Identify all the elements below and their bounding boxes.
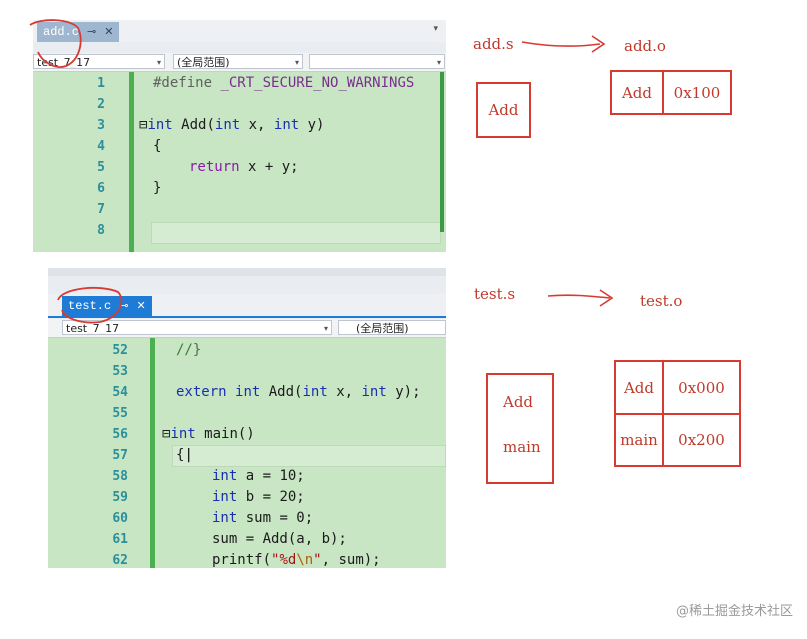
note-add-o: add.o — [624, 37, 666, 55]
code-area[interactable]: 1 2 3 4 5 6 7 8 #define _CRT_SECURE_NO_W… — [33, 72, 446, 252]
line-number: 6 — [97, 181, 105, 196]
chevron-down-icon[interactable]: ▾ — [433, 24, 438, 34]
symbol-address: 0x000 — [678, 378, 725, 397]
line-number: 57 — [112, 448, 128, 463]
add-o-symbol-cell: Add — [610, 70, 664, 115]
line-number: 61 — [112, 532, 128, 547]
test-s-box-label: Add — [503, 393, 534, 411]
test-o-address-cell: 0x200 — [662, 413, 741, 467]
navigation-bar: test_7_17▾ (全局范围)▾ ▾ — [33, 53, 446, 72]
line-number: 62 — [112, 553, 128, 568]
line-number: 8 — [97, 223, 105, 238]
code-line: { — [153, 138, 162, 154]
scope-label: (全局范围) — [177, 56, 230, 69]
symbol-name: Add — [621, 83, 653, 102]
note-test-s: test.s — [474, 285, 516, 303]
code-line: int b = 20; — [212, 489, 305, 505]
line-number: 58 — [112, 469, 128, 484]
pin-icon[interactable]: ⊸ — [87, 25, 97, 38]
line-number: 54 — [112, 385, 128, 400]
member-dropdown[interactable]: ▾ — [309, 54, 445, 69]
arrowhead — [599, 289, 614, 307]
tab-label: add.c — [43, 25, 80, 39]
symbol-address: 0x100 — [673, 83, 721, 102]
change-bar — [150, 338, 155, 568]
tab-add-c[interactable]: add.c ⊸ ✕ — [37, 22, 120, 42]
project-dropdown[interactable]: test_7_17▾ — [62, 320, 332, 335]
line-number: 60 — [112, 511, 128, 526]
current-line-highlight — [151, 222, 441, 244]
symbol-name: Add — [623, 378, 655, 397]
line-number: 56 — [112, 427, 128, 442]
line-number: 59 — [112, 490, 128, 505]
tab-label: test.c — [68, 299, 112, 313]
code-line: return x + y; — [189, 159, 299, 175]
scope-label: (全局范围) — [356, 322, 409, 335]
scope-dropdown[interactable]: (全局范围)▾ — [173, 54, 303, 69]
note-add-s: add.s — [473, 35, 514, 53]
line-number: 4 — [97, 139, 105, 154]
project-label: test_7_17 — [66, 322, 120, 335]
code-area[interactable]: 52 53 54 55 56 57 58 59 60 61 62 //} ext… — [48, 338, 446, 568]
code-line: int sum = 0; — [212, 510, 314, 526]
watermark: @稀土掘金技术社区 — [675, 604, 793, 619]
editor-add-c: add.c ⊸ ✕ ▾ test_7_17▾ (全局范围)▾ ▾ 1 2 3 4… — [33, 20, 446, 252]
tab-strip: add.c ⊸ ✕ ▾ — [33, 20, 446, 42]
code-line: ⊟int Add(int x, int y) — [139, 117, 325, 133]
line-number: 52 — [112, 343, 128, 358]
project-dropdown[interactable]: test_7_17▾ — [33, 54, 165, 69]
change-bar — [129, 72, 134, 252]
line-number: 7 — [97, 202, 105, 217]
line-number: 5 — [97, 160, 105, 175]
test-o-address-cell: 0x000 — [662, 360, 741, 415]
symbol-address: 0x200 — [678, 431, 725, 449]
test-s-box-label: main — [503, 438, 541, 456]
close-icon[interactable]: ✕ — [104, 25, 114, 38]
scrollbar[interactable] — [440, 72, 444, 232]
code-line: #define _CRT_SECURE_NO_WARNINGS — [153, 75, 415, 91]
tab-test-c[interactable]: test.c ⊸ ✕ — [62, 296, 152, 316]
symbol-name: main — [620, 431, 658, 449]
close-icon[interactable]: ✕ — [136, 299, 146, 312]
code-line: {| — [176, 447, 193, 463]
code-line: //} — [176, 342, 202, 358]
test-o-symbol-cell: main — [614, 413, 664, 467]
code-line: sum = Add(a, b); — [212, 531, 347, 547]
line-number: 53 — [112, 364, 128, 379]
add-s-box-label: Add — [488, 101, 519, 119]
scope-dropdown[interactable]: (全局范围) — [338, 320, 446, 335]
line-number: 1 — [97, 76, 105, 91]
code-line: extern int Add(int x, int y); — [176, 384, 421, 400]
navigation-bar: test_7_17▾ (全局范围) — [48, 319, 446, 338]
code-line: } — [153, 180, 162, 196]
add-s-box: Add — [476, 82, 531, 138]
code-line: ⊟int main() — [162, 426, 255, 442]
add-o-address-cell: 0x100 — [662, 70, 732, 115]
tab-underline — [48, 316, 446, 318]
test-o-symbol-cell: Add — [614, 360, 664, 415]
pin-icon[interactable]: ⊸ — [119, 299, 129, 312]
toolbar-strip — [48, 268, 446, 276]
line-number: 2 — [97, 97, 105, 112]
tab-strip: test.c ⊸ ✕ — [48, 294, 446, 316]
arrow-mark — [547, 294, 611, 299]
current-line-highlight — [172, 445, 446, 467]
line-number: 3 — [97, 118, 105, 133]
line-number: 55 — [112, 406, 128, 421]
note-test-o: test.o — [640, 292, 683, 310]
code-line: int a = 10; — [212, 468, 305, 484]
editor-test-c: test.c ⊸ ✕ test_7_17▾ (全局范围) 52 53 54 55… — [48, 268, 446, 568]
code-line: printf("%d\n", sum); — [212, 552, 381, 568]
project-label: test_7_17 — [37, 56, 91, 69]
test-s-box — [486, 373, 554, 484]
arrow-mark — [521, 41, 601, 47]
arrowhead — [591, 35, 606, 53]
